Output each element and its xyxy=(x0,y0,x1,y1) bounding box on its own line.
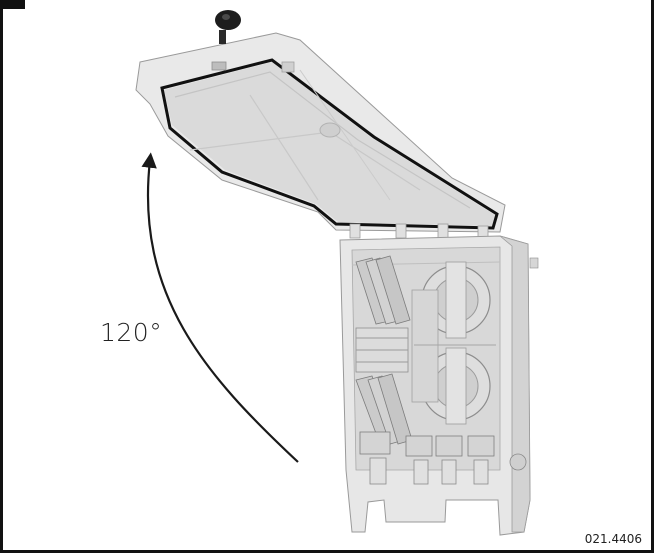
rotation-arrow xyxy=(141,152,299,463)
opening-angle-label: 120° xyxy=(100,318,163,347)
splice-holders xyxy=(355,255,413,445)
enclosure-lid xyxy=(135,32,506,233)
fibre-reels xyxy=(411,261,496,425)
reference-code: 021.4406 xyxy=(584,532,642,546)
key-icon xyxy=(215,10,241,44)
cable-entry-ports xyxy=(359,257,539,485)
frame-corner-tab xyxy=(3,0,25,9)
